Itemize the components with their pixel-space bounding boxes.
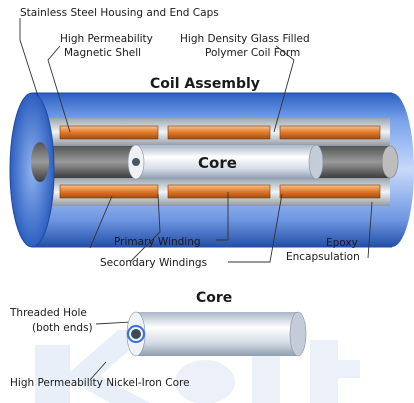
label-primary-winding: Primary Winding (114, 236, 201, 248)
label-core-material: High Permeability Nickel-Iron Core (10, 377, 190, 389)
primary-winding-upper (59, 125, 381, 140)
core-section-title: Core (196, 290, 232, 306)
standalone-core-rod (126, 311, 307, 357)
leader-lines (19, 18, 373, 325)
leader-core-material (89, 361, 107, 381)
label-housing: Stainless Steel Housing and End Caps (20, 7, 219, 19)
threaded-hole (131, 329, 141, 339)
label-threaded-1: Threaded Hole (9, 307, 87, 319)
label-coilform-1: High Density Glass Filled (180, 33, 310, 45)
label-threaded-2: (both ends) (32, 322, 93, 334)
label-shell-1: High Permeability (60, 33, 153, 45)
label-secondary-windings: Secondary Windings (100, 257, 207, 269)
label-coilform-2: Polymer Coil Form (205, 47, 300, 59)
coil-assembly-title: Coil Assembly (150, 76, 260, 92)
label-shell-2: Magnetic Shell (64, 47, 141, 59)
label-epoxy-2: Encapsulation (286, 251, 360, 263)
label-epoxy-1: Epoxy (326, 237, 358, 249)
core-in-assembly (127, 144, 324, 180)
watermark-logo (35, 330, 360, 403)
core-inner-label: Core (198, 154, 237, 172)
end-cap (9, 92, 55, 248)
secondary-windings-lower (59, 184, 381, 199)
cutaway-interior (45, 118, 399, 206)
